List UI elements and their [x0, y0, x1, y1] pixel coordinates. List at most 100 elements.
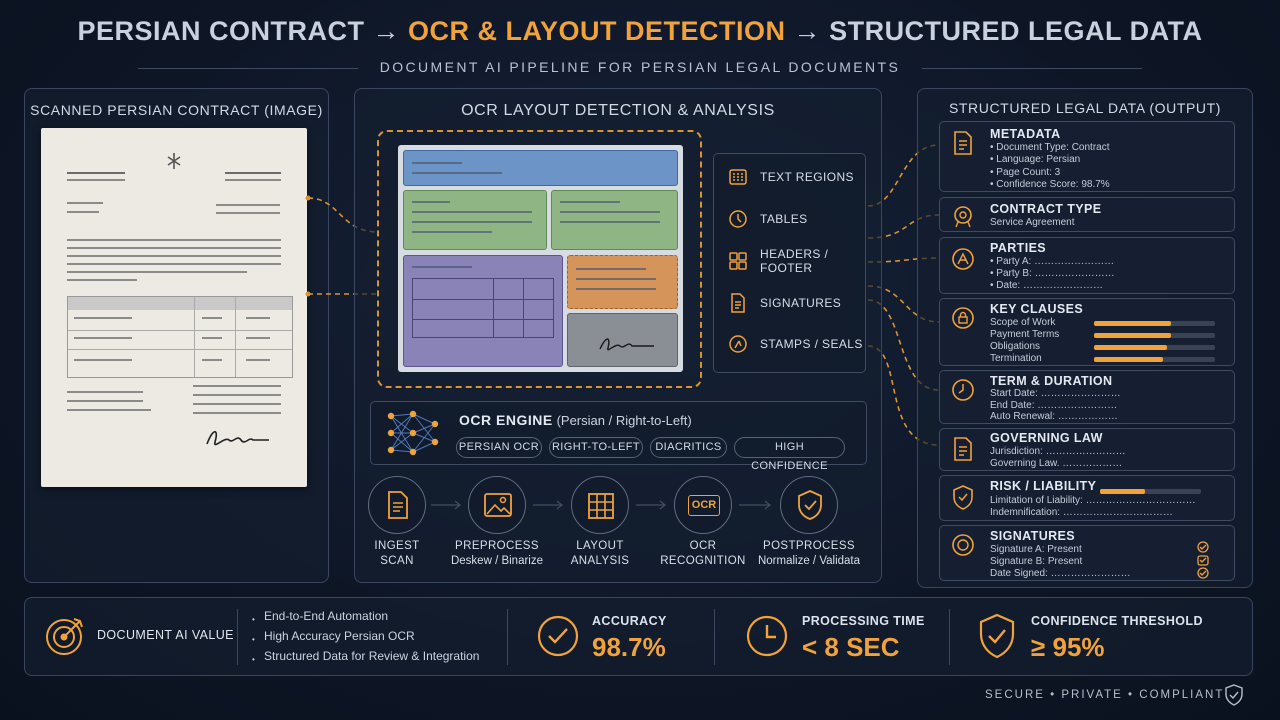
header-region-left[interactable]: [403, 190, 547, 250]
layout-detection-title: OCR LAYOUT DETECTION & ANALYSIS: [461, 102, 775, 119]
step-layout[interactable]: [571, 476, 629, 534]
accuracy-check-icon: [537, 615, 579, 657]
risk-line: Indemnification: ……………………………: [990, 507, 1173, 518]
confidence-threshold-label: CONFIDENCE THRESHOLD: [1031, 614, 1203, 628]
scanned-contract-title: SCANNED PERSIAN CONTRACT (IMAGE): [30, 102, 323, 118]
subtitle-divider-right: [922, 68, 1142, 69]
divider: [237, 609, 238, 665]
chip-right-to-left[interactable]: RIGHT-TO-LEFT: [549, 437, 643, 458]
layout-preview[interactable]: [398, 145, 683, 372]
clause-bar: [1094, 345, 1215, 350]
card-key-clauses[interactable]: KEY CLAUSES Scope of Work Payment Terms …: [939, 298, 1235, 366]
clause-label: Scope of Work: [990, 317, 1056, 328]
detection-label: SIGNATURES: [760, 296, 842, 310]
signature-line: Signature B: Present: [990, 556, 1083, 567]
clause-label: Payment Terms: [990, 329, 1060, 340]
card-governing-law[interactable]: GOVERNING LAW Jurisdiction: …………………… Gov…: [939, 428, 1235, 471]
layout-preview-frame: [377, 130, 702, 388]
card-metadata[interactable]: METADATA • Document Type: Contract • Lan…: [939, 121, 1235, 192]
processing-time-label: PROCESSING TIME: [802, 614, 925, 628]
detection-label: STAMPS / SEALS: [760, 337, 863, 351]
document-icon: [388, 491, 408, 519]
term-line: End Date: ……………………: [990, 400, 1118, 411]
risk-line: Limitation of Liability: ……………………………: [990, 495, 1196, 506]
step-postprocess[interactable]: [780, 476, 838, 534]
footer-shield-icon: [1225, 684, 1243, 706]
scanned-contract-image[interactable]: [41, 128, 307, 487]
value-summary-bar: [24, 597, 1253, 676]
accuracy-label: ACCURACY: [592, 614, 667, 628]
detection-headers-footer[interactable]: HEADERS / FOOTER: [727, 247, 867, 275]
value-title: DOCUMENT AI VALUE: [97, 628, 234, 642]
ocr-engine-subtitle: (Persian / Right-to-Left): [556, 413, 692, 428]
ocr-engine-box: [370, 401, 867, 465]
card-risk-liability[interactable]: RISK / LIABILITY Limitation of Liability…: [939, 475, 1235, 521]
clause-bar: [1094, 321, 1215, 326]
page-subtitle: DOCUMENT AI PIPELINE FOR PERSIAN LEGAL D…: [379, 59, 901, 75]
target-icon: [46, 618, 83, 655]
step-preprocess[interactable]: [468, 476, 526, 534]
value-line: Structured Data for Review & Integration: [264, 649, 480, 663]
chip-diacritics[interactable]: DIACRITICS: [650, 437, 727, 458]
contract-ornament-icon: [167, 153, 181, 169]
region-signature-icon: [599, 338, 654, 351]
card-parties[interactable]: PARTIES • Party A: …………………… • Party B: ……: [939, 237, 1235, 294]
clause-bar: [1094, 333, 1215, 338]
shield-check-icon: [798, 490, 822, 520]
ocr-engine-heading: OCR ENGINE (Persian / Right-to-Left): [459, 412, 692, 428]
ocr-icon: OCR: [688, 495, 720, 516]
structured-output-title: STRUCTURED LEGAL DATA (OUTPUT): [948, 100, 1222, 116]
detection-signatures[interactable]: SIGNATURES: [727, 291, 867, 315]
card-signatures[interactable]: SIGNATURES Signature A: Present Signatur…: [939, 525, 1235, 581]
signature-line: Signature A: Present: [990, 544, 1082, 555]
header-region-right[interactable]: [551, 190, 678, 250]
step-ingest[interactable]: [368, 476, 426, 534]
detection-stamps-seals[interactable]: STAMPS / SEALS: [727, 332, 867, 356]
step-ocr[interactable]: OCR: [674, 476, 732, 534]
divider: [507, 609, 508, 665]
footer-tagline: SECURE • PRIVATE • COMPLIANT: [985, 689, 1225, 701]
term-title: TERM & DURATION: [990, 374, 1113, 388]
processing-time-value: < 8 SEC: [802, 632, 900, 662]
clause-label: Obligations: [990, 341, 1041, 352]
detection-label: HEADERS / FOOTER: [760, 247, 829, 275]
detection-label: TEXT REGIONS: [760, 170, 854, 184]
clock-icon: [952, 379, 974, 401]
signature-line: Date Signed: ……………………: [990, 568, 1131, 579]
lock-icon: [952, 307, 974, 329]
party-line: • Party A: ……………………: [990, 256, 1115, 267]
clause-label: Termination: [990, 353, 1042, 364]
chip-high-confidence[interactable]: HIGH CONFIDENCE: [734, 437, 845, 472]
party-line: • Party B: ……………………: [990, 268, 1115, 279]
party-line: • Date: ……………………: [990, 280, 1103, 291]
detection-tables[interactable]: TABLES: [727, 207, 867, 231]
value-line: High Accuracy Persian OCR: [264, 629, 415, 643]
title-part-output: STRUCTURED LEGAL DATA: [829, 16, 1203, 46]
subtitle-divider-left: [138, 68, 358, 69]
signature-region-box[interactable]: [567, 313, 678, 367]
signatures-title: SIGNATURES: [990, 529, 1076, 543]
detection-text-regions[interactable]: TEXT REGIONS: [727, 165, 867, 189]
title-arrow-2: →: [793, 16, 822, 46]
table-region-box[interactable]: [403, 255, 563, 367]
confidence-threshold-value: ≥ 95%: [1031, 632, 1105, 662]
chip-persian-ocr[interactable]: PERSIAN OCR: [456, 437, 542, 458]
headers-footer-icon: [729, 252, 747, 270]
ocr-engine-title: OCR ENGINE: [459, 412, 553, 428]
term-line: Start Date: ……………………: [990, 388, 1121, 399]
title-part-source: PERSIAN CONTRACT: [77, 16, 365, 46]
card-contract-type[interactable]: CONTRACT TYPE Service Agreement: [939, 197, 1235, 232]
card-term-duration[interactable]: TERM & DURATION Start Date: …………………… End…: [939, 370, 1235, 424]
check-icons: [1197, 541, 1209, 579]
key-clauses-title: KEY CLAUSES: [990, 302, 1084, 316]
clause-bar: [1094, 357, 1215, 362]
stamp-region-box[interactable]: [567, 255, 678, 309]
contract-type-title: CONTRACT TYPE: [990, 202, 1102, 216]
grid-icon: [588, 493, 614, 519]
signatures-icon: [731, 293, 745, 313]
detection-label: TABLES: [760, 212, 808, 226]
text-region-box[interactable]: [403, 150, 678, 186]
